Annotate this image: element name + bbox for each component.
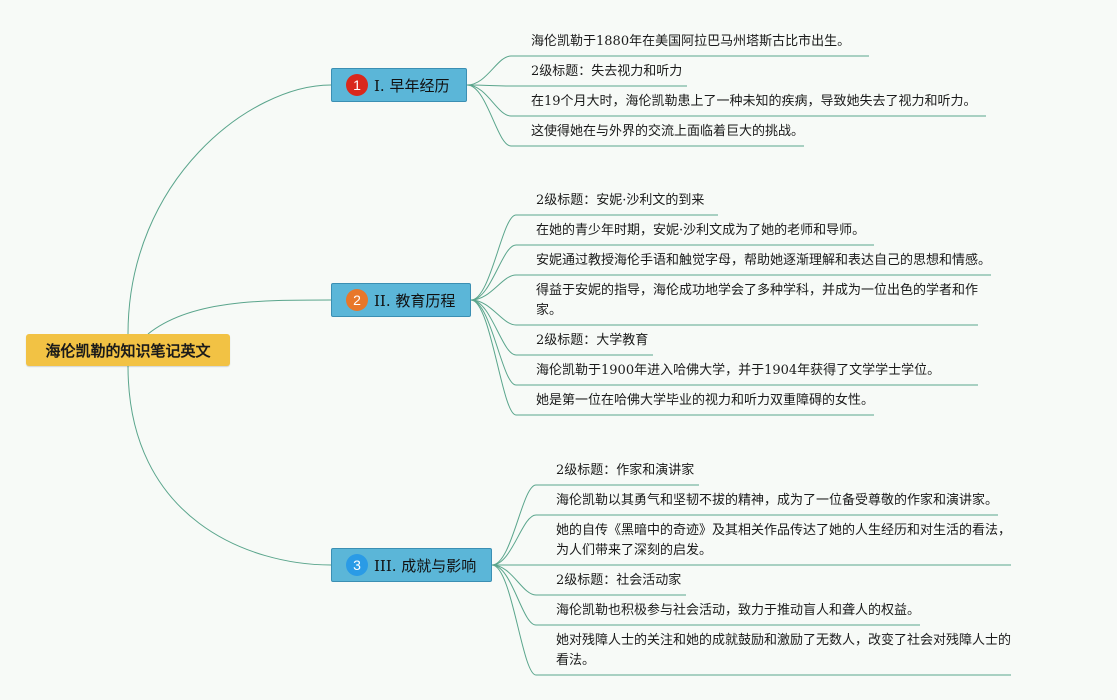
leaf-note[interactable]: 2级标题：社会活动家 xyxy=(556,573,682,588)
branch-to-leaf-line xyxy=(470,214,718,301)
branch-node-3[interactable]: 3 III. 成就与影响 xyxy=(331,548,492,582)
branch-to-leaf-line xyxy=(470,299,653,356)
branch-to-leaf-line xyxy=(466,84,687,87)
branch-to-leaf-line xyxy=(491,564,920,626)
leaf-note[interactable]: 她是第一位在哈佛大学毕业的视力和听力双重障碍的女性。 xyxy=(536,393,875,408)
leaf-note[interactable]: 海伦凯勒以其勇气和坚韧不拔的精神，成为了一位备受尊敬的作家和演讲家。 xyxy=(556,493,999,508)
branch-to-leaf-line xyxy=(466,55,869,86)
branch-to-leaf-line xyxy=(491,564,1011,676)
branch-node-2[interactable]: 2 II. 教育历程 xyxy=(331,283,471,317)
leaf-note[interactable]: 安妮通过教授海伦手语和触觉字母，帮助她逐渐理解和表达自己的思想和情感。 xyxy=(536,253,992,268)
branch-label: II. 教育历程 xyxy=(374,291,456,310)
leaf-note[interactable]: 海伦凯勒于1880年在美国阿拉巴马州塔斯古比市出生。 xyxy=(531,34,851,49)
root-node[interactable]: 海伦凯勒的知识笔记英文 xyxy=(26,334,230,366)
root-title: 海伦凯勒的知识笔记英文 xyxy=(45,341,211,360)
branch-number-badge: 1 xyxy=(346,74,368,96)
root-to-branch-line xyxy=(147,299,332,335)
leaf-note[interactable]: 海伦凯勒也积极参与社会活动，致力于推动盲人和聋人的权益。 xyxy=(556,603,921,618)
branch-to-leaf-line xyxy=(466,84,986,117)
leaf-note[interactable]: 在她的青少年时期，安妮·沙利文成为了她的老师和导师。 xyxy=(536,223,866,238)
branch-to-leaf-line xyxy=(470,299,978,386)
leaf-note[interactable]: 海伦凯勒于1900年进入哈佛大学，并于1904年获得了文学学士学位。 xyxy=(536,363,941,378)
branch-number-badge: 2 xyxy=(346,289,368,311)
branch-to-leaf-line xyxy=(470,299,978,326)
branch-to-leaf-line xyxy=(470,274,991,301)
branch-to-leaf-line xyxy=(466,84,804,147)
leaf-note[interactable]: 在19个月大时，海伦凯勒患上了一种未知的疾病，导致她失去了视力和听力。 xyxy=(531,94,977,109)
leaf-note[interactable]: 她的自传《黑暗中的奇迹》及其相关作品传达了她的人生经历和对生活的看法， 为人们带… xyxy=(556,523,1012,558)
branch-label: I. 早年经历 xyxy=(374,76,450,95)
branch-number-badge: 3 xyxy=(346,554,368,576)
root-to-branch-line xyxy=(127,84,332,335)
leaf-note[interactable]: 2级标题：安妮·沙利文的到来 xyxy=(536,193,705,208)
leaf-note[interactable]: 2级标题：失去视力和听力 xyxy=(531,64,683,79)
branch-to-leaf-line xyxy=(491,514,998,566)
leaf-note[interactable]: 这使得她在与外界的交流上面临着巨大的挑战。 xyxy=(531,124,805,139)
leaf-note[interactable]: 得益于安妮的指导，海伦成功地学会了多种学科，并成为一位出色的学者和作 家。 xyxy=(536,283,979,318)
leaf-note[interactable]: 2级标题：大学教育 xyxy=(536,333,649,348)
branch-node-1[interactable]: 1 I. 早年经历 xyxy=(331,68,467,102)
leaf-note[interactable]: 2级标题：作家和演讲家 xyxy=(556,463,695,478)
branch-to-leaf-line xyxy=(491,564,686,596)
leaf-note[interactable]: 她对残障人士的关注和她的成就鼓励和激励了无数人，改变了社会对残障人士的 看法。 xyxy=(556,633,1012,668)
branch-to-leaf-line xyxy=(491,484,699,566)
branch-to-leaf-line xyxy=(470,299,874,416)
branch-label: III. 成就与影响 xyxy=(374,556,477,575)
branch-to-leaf-line xyxy=(470,244,874,301)
root-to-branch-line xyxy=(127,365,332,566)
